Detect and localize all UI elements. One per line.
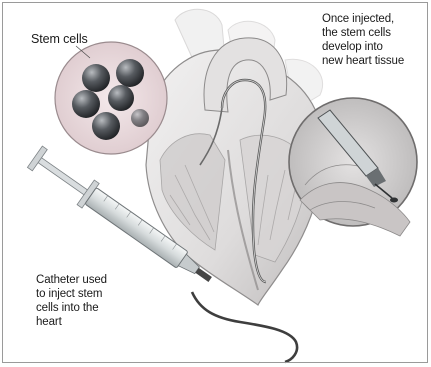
stem-cells-label: Stem cells	[31, 32, 88, 46]
catheter-line-2: to inject stem	[36, 287, 136, 301]
catheter-line-3: cells into the	[36, 301, 136, 315]
once-injected-line-3: develop into	[322, 40, 430, 54]
catheter-label: Catheter used to inject stem cells into …	[36, 273, 136, 329]
catheter-line-4: heart	[36, 315, 136, 329]
once-injected-label: Once injected, the stem cells develop in…	[322, 12, 430, 68]
stem-cells-magnifier	[55, 42, 167, 154]
catheter-tube	[192, 292, 297, 362]
once-injected-line-4: new heart tissue	[322, 54, 430, 68]
stem-cells-label-text: Stem cells	[31, 32, 88, 46]
once-injected-line-1: Once injected,	[322, 12, 430, 26]
once-injected-line-2: the stem cells	[322, 26, 430, 40]
catheter-line-1: Catheter used	[36, 273, 136, 287]
